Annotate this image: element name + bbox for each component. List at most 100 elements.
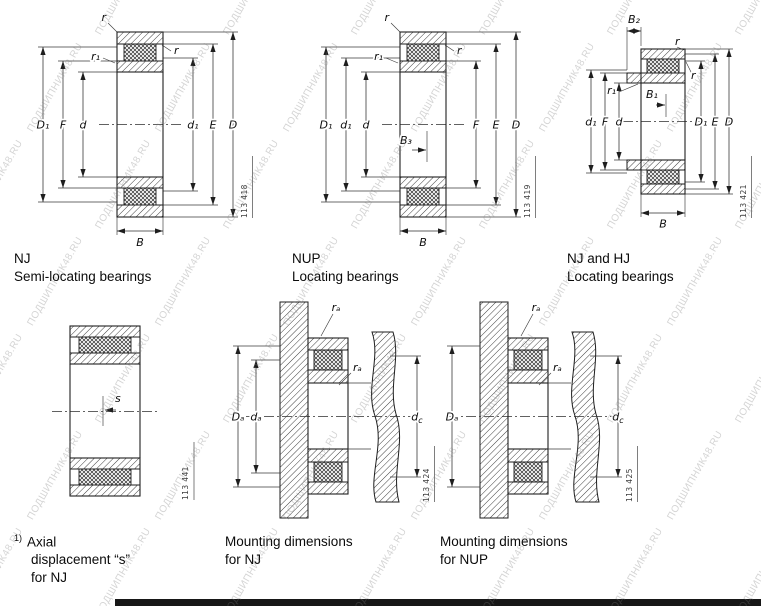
dim-label-B3: B₃ bbox=[400, 134, 413, 147]
roller bbox=[406, 187, 440, 206]
dim-label-ra-inner: rₐ bbox=[553, 361, 562, 374]
abutment-shoulder-section bbox=[279, 301, 309, 519]
caption-line: for NJ bbox=[31, 570, 68, 586]
mounting-nj-dim-labels: rₐ rₐ Dₐ dₐ dc bbox=[230, 299, 425, 427]
roller bbox=[78, 336, 132, 354]
figure-caption-nj-hj: NJ and HJ Locating bearings bbox=[567, 250, 674, 286]
nj-dimension-lines bbox=[40, 32, 236, 234]
dim-label-Da: Dₐ bbox=[232, 411, 245, 424]
roller bbox=[123, 187, 157, 206]
shaft-break-section bbox=[571, 331, 601, 503]
njhj-dim-labels: B₂ r r₁ r B₁ d₁ F d D₁ E D B bbox=[584, 11, 735, 232]
shaft-break-section bbox=[371, 331, 401, 503]
njhj-bearing-section bbox=[623, 48, 703, 195]
watermark-text: ПОДШИПНИК48.RU bbox=[733, 526, 761, 606]
nj-dim-labels: r r₁ r D₁ F d d₁ E D B bbox=[35, 9, 239, 251]
dim-label-dc: dc bbox=[612, 411, 624, 426]
caption-line: Semi-locating bearings bbox=[14, 268, 152, 284]
dim-label-D: D bbox=[512, 119, 520, 132]
roller bbox=[513, 349, 543, 371]
figure-number: 113 418 bbox=[240, 184, 249, 218]
figure-caption-axial-displacement: 1) Axial displacement “s” for NJ bbox=[14, 533, 130, 587]
watermark-text: ПОДШИПНИК48.RU bbox=[733, 332, 761, 425]
dim-label-E: E bbox=[712, 116, 719, 129]
dim-label-D1: D₁ bbox=[320, 119, 333, 132]
caption-line: for NJ bbox=[225, 551, 262, 567]
dim-label-ra-top: rₐ bbox=[532, 301, 541, 314]
dim-label-da: dₐ bbox=[250, 411, 261, 424]
dim-label-r1: r₁ bbox=[374, 50, 383, 63]
watermark-text: ПОДШИПНИК48.RU bbox=[665, 429, 726, 522]
dim-label-D1: D₁ bbox=[695, 116, 708, 129]
dim-label-d1: d₁ bbox=[187, 119, 198, 132]
figure-number: 113 421 bbox=[739, 184, 748, 218]
figure-caption-mounting-nj: Mounting dimensions for NJ bbox=[225, 533, 353, 569]
dim-label-d1: d₁ bbox=[585, 116, 596, 129]
dim-label-r-top: r bbox=[384, 11, 390, 24]
dim-label-B: B bbox=[419, 236, 427, 249]
mounting-nup-bearing-section bbox=[448, 337, 620, 495]
mounting-nj-dimensions bbox=[233, 313, 421, 488]
page-bottom-bar bbox=[115, 599, 761, 606]
dim-label-r1: r₁ bbox=[91, 50, 100, 63]
dim-label-B: B bbox=[659, 218, 667, 231]
caption-title: Axial bbox=[27, 534, 57, 550]
caption-title: NUP bbox=[292, 251, 321, 266]
nup-dim-labels: r r₁ r D₁ d₁ d B₃ F E D B bbox=[318, 9, 522, 251]
nj-bearing-section bbox=[99, 31, 181, 218]
axial-s-dimension: s bbox=[102, 390, 123, 426]
dim-label-E: E bbox=[493, 119, 500, 132]
dim-label-r-side: r bbox=[174, 44, 180, 57]
roller bbox=[406, 43, 440, 62]
roller bbox=[78, 468, 132, 486]
roller bbox=[313, 349, 343, 371]
caption-line: displacement “s” bbox=[31, 552, 131, 568]
dim-label-d: d bbox=[363, 119, 371, 132]
nup-dimension-lines bbox=[323, 32, 519, 234]
dim-label-D1: D₁ bbox=[37, 119, 50, 132]
dim-label-F: F bbox=[60, 119, 67, 132]
figure-caption-nup: NUP Locating bearings bbox=[292, 250, 399, 286]
figure-number: 113 419 bbox=[523, 184, 532, 218]
figure-mounting-nup-drawing: rₐ rₐ Dₐ dc 113 425 bbox=[444, 299, 638, 519]
hj-angle-ring bbox=[626, 72, 642, 84]
dim-label-D: D bbox=[725, 116, 733, 129]
dim-label-Da: Dₐ bbox=[446, 411, 459, 424]
figure-mounting-nj-drawing: rₐ rₐ Dₐ dₐ dc 113 424 bbox=[230, 299, 435, 519]
dim-label-E: E bbox=[210, 119, 217, 132]
hj-angle-ring bbox=[626, 159, 642, 171]
figure-caption-nj: NJ Semi-locating bearings bbox=[14, 250, 151, 286]
dim-label-ra-inner: rₐ bbox=[353, 361, 362, 374]
axial-bearing-section bbox=[52, 325, 160, 497]
figure-caption-mounting-nup: Mounting dimensions for NUP bbox=[440, 533, 568, 569]
figure-nj-drawing: r r₁ r D₁ F d d₁ E D B 113 418 bbox=[35, 9, 253, 251]
nup-bearing-section bbox=[382, 31, 464, 218]
dim-label-r-side: r bbox=[691, 69, 697, 82]
footnote-marker: 1) bbox=[14, 533, 23, 543]
figure-nup-drawing: r r₁ r D₁ d₁ d B₃ F E D B 113 419 bbox=[318, 9, 536, 251]
dim-label-D: D bbox=[229, 119, 237, 132]
dim-label-d1: d₁ bbox=[340, 119, 351, 132]
roller bbox=[123, 43, 157, 62]
figure-number: 113 441 bbox=[181, 466, 190, 500]
dim-label-r-side: r bbox=[457, 44, 463, 57]
dim-label-F: F bbox=[602, 116, 609, 129]
caption-title: NJ bbox=[14, 251, 31, 266]
nj-extension-lines bbox=[38, 22, 238, 235]
dim-label-d: d bbox=[80, 119, 88, 132]
dim-label-s: s bbox=[115, 392, 121, 405]
dim-label-d: d bbox=[616, 116, 624, 129]
dim-label-dc: dc bbox=[411, 411, 423, 426]
mounting-nj-bearing-section bbox=[246, 337, 418, 495]
dim-label-F: F bbox=[473, 119, 480, 132]
dim-label-r-top: r bbox=[675, 35, 681, 48]
dim-label-B: B bbox=[136, 236, 144, 249]
caption-title: Mounting dimensions bbox=[225, 534, 353, 549]
watermark-text: ПОДШИПНИК48.RU bbox=[349, 526, 410, 606]
caption-title: NJ and HJ bbox=[567, 251, 631, 266]
caption-title: Mounting dimensions bbox=[440, 534, 568, 549]
mounting-nup-dim-labels: rₐ rₐ Dₐ dc bbox=[444, 299, 626, 427]
figure-nj-hj-drawing: B₂ r r₁ r B₁ d₁ F d D₁ E D B 113 421 bbox=[584, 11, 752, 232]
figure-number: 113 425 bbox=[625, 468, 634, 502]
